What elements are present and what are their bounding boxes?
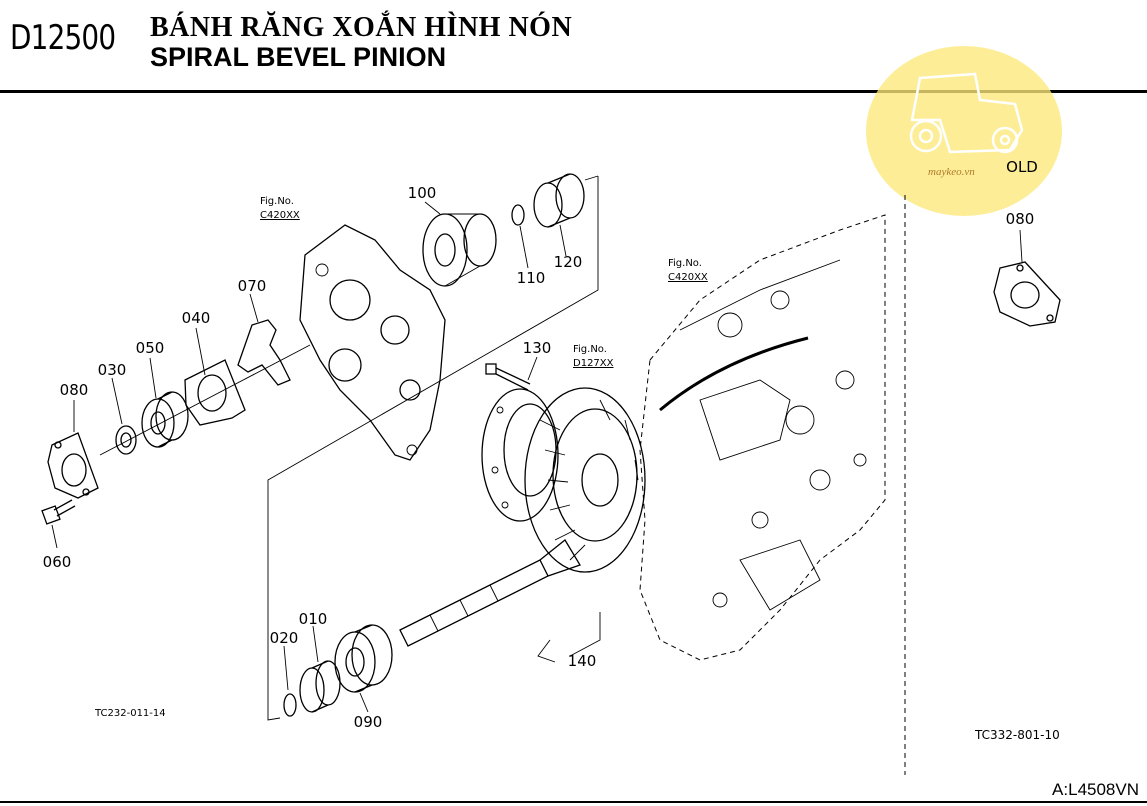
figref-b-label: Fig.No. [668, 258, 702, 269]
figref-a-label: Fig.No. [260, 196, 294, 207]
footer-rule [0, 801, 1147, 803]
label-120: 120 [554, 253, 583, 271]
label-140: 140 [568, 652, 597, 670]
part-010-gear [299, 660, 341, 713]
label-070: 070 [238, 277, 267, 295]
label-080: 080 [60, 381, 89, 399]
title-english: SPIRAL BEVEL PINION [150, 42, 447, 72]
part-050-bearing [141, 391, 189, 448]
part-090-bearing [334, 624, 393, 693]
label-020: 020 [270, 629, 299, 647]
part-140-pinion-shaft [399, 539, 581, 647]
part-100-gear [422, 213, 497, 287]
label-old: OLD [1006, 158, 1038, 176]
part-110-snap-ring [511, 204, 525, 226]
title-vietnamese: BÁNH RĂNG XOẮN HÌNH NÓN [150, 12, 573, 43]
figref-a-value: C420XX [260, 210, 300, 221]
page-code: D12500 [10, 18, 116, 58]
part-020-snap-ring [283, 693, 297, 717]
leader-lines [51, 201, 1023, 713]
part-070-bracket [237, 319, 291, 386]
part-130-bolt [485, 363, 531, 391]
figref-b-value: C420XX [668, 272, 708, 283]
label-130: 130 [523, 339, 552, 357]
label-080-old: 080 [1006, 210, 1035, 228]
part-080-old-plate [993, 261, 1061, 327]
bracket-frame [267, 176, 599, 721]
label-010: 010 [299, 610, 328, 628]
tractor-icon [909, 72, 1024, 154]
header-rule [0, 90, 1147, 93]
part-060-bolt [41, 499, 76, 525]
label-100: 100 [408, 184, 437, 202]
watermark-text: maykeo.vn [928, 166, 975, 178]
gear-case-cover [299, 224, 446, 461]
part-140-ring-gear [524, 387, 646, 573]
footer-ref: A:L4508VN [1052, 780, 1139, 799]
drawing-code-left: TC232-011-14 [94, 708, 166, 719]
reference-leader [659, 336, 809, 412]
transmission-housing [639, 214, 886, 661]
label-040: 040 [182, 309, 211, 327]
label-090: 090 [354, 713, 383, 731]
part-120-gear [533, 173, 585, 228]
label-050: 050 [136, 339, 165, 357]
drawing-code-right: TC332-801-10 [974, 728, 1060, 742]
part-040-plate [184, 359, 246, 426]
label-030: 030 [98, 361, 127, 379]
figref-c-value: D127XX [573, 358, 614, 369]
label-060: 060 [43, 553, 72, 571]
part-030-collar [115, 425, 137, 455]
part-080-plate [47, 432, 99, 499]
axis-line-left [99, 344, 311, 456]
figref-c-label: Fig.No. [573, 344, 607, 355]
label-110: 110 [517, 269, 546, 287]
